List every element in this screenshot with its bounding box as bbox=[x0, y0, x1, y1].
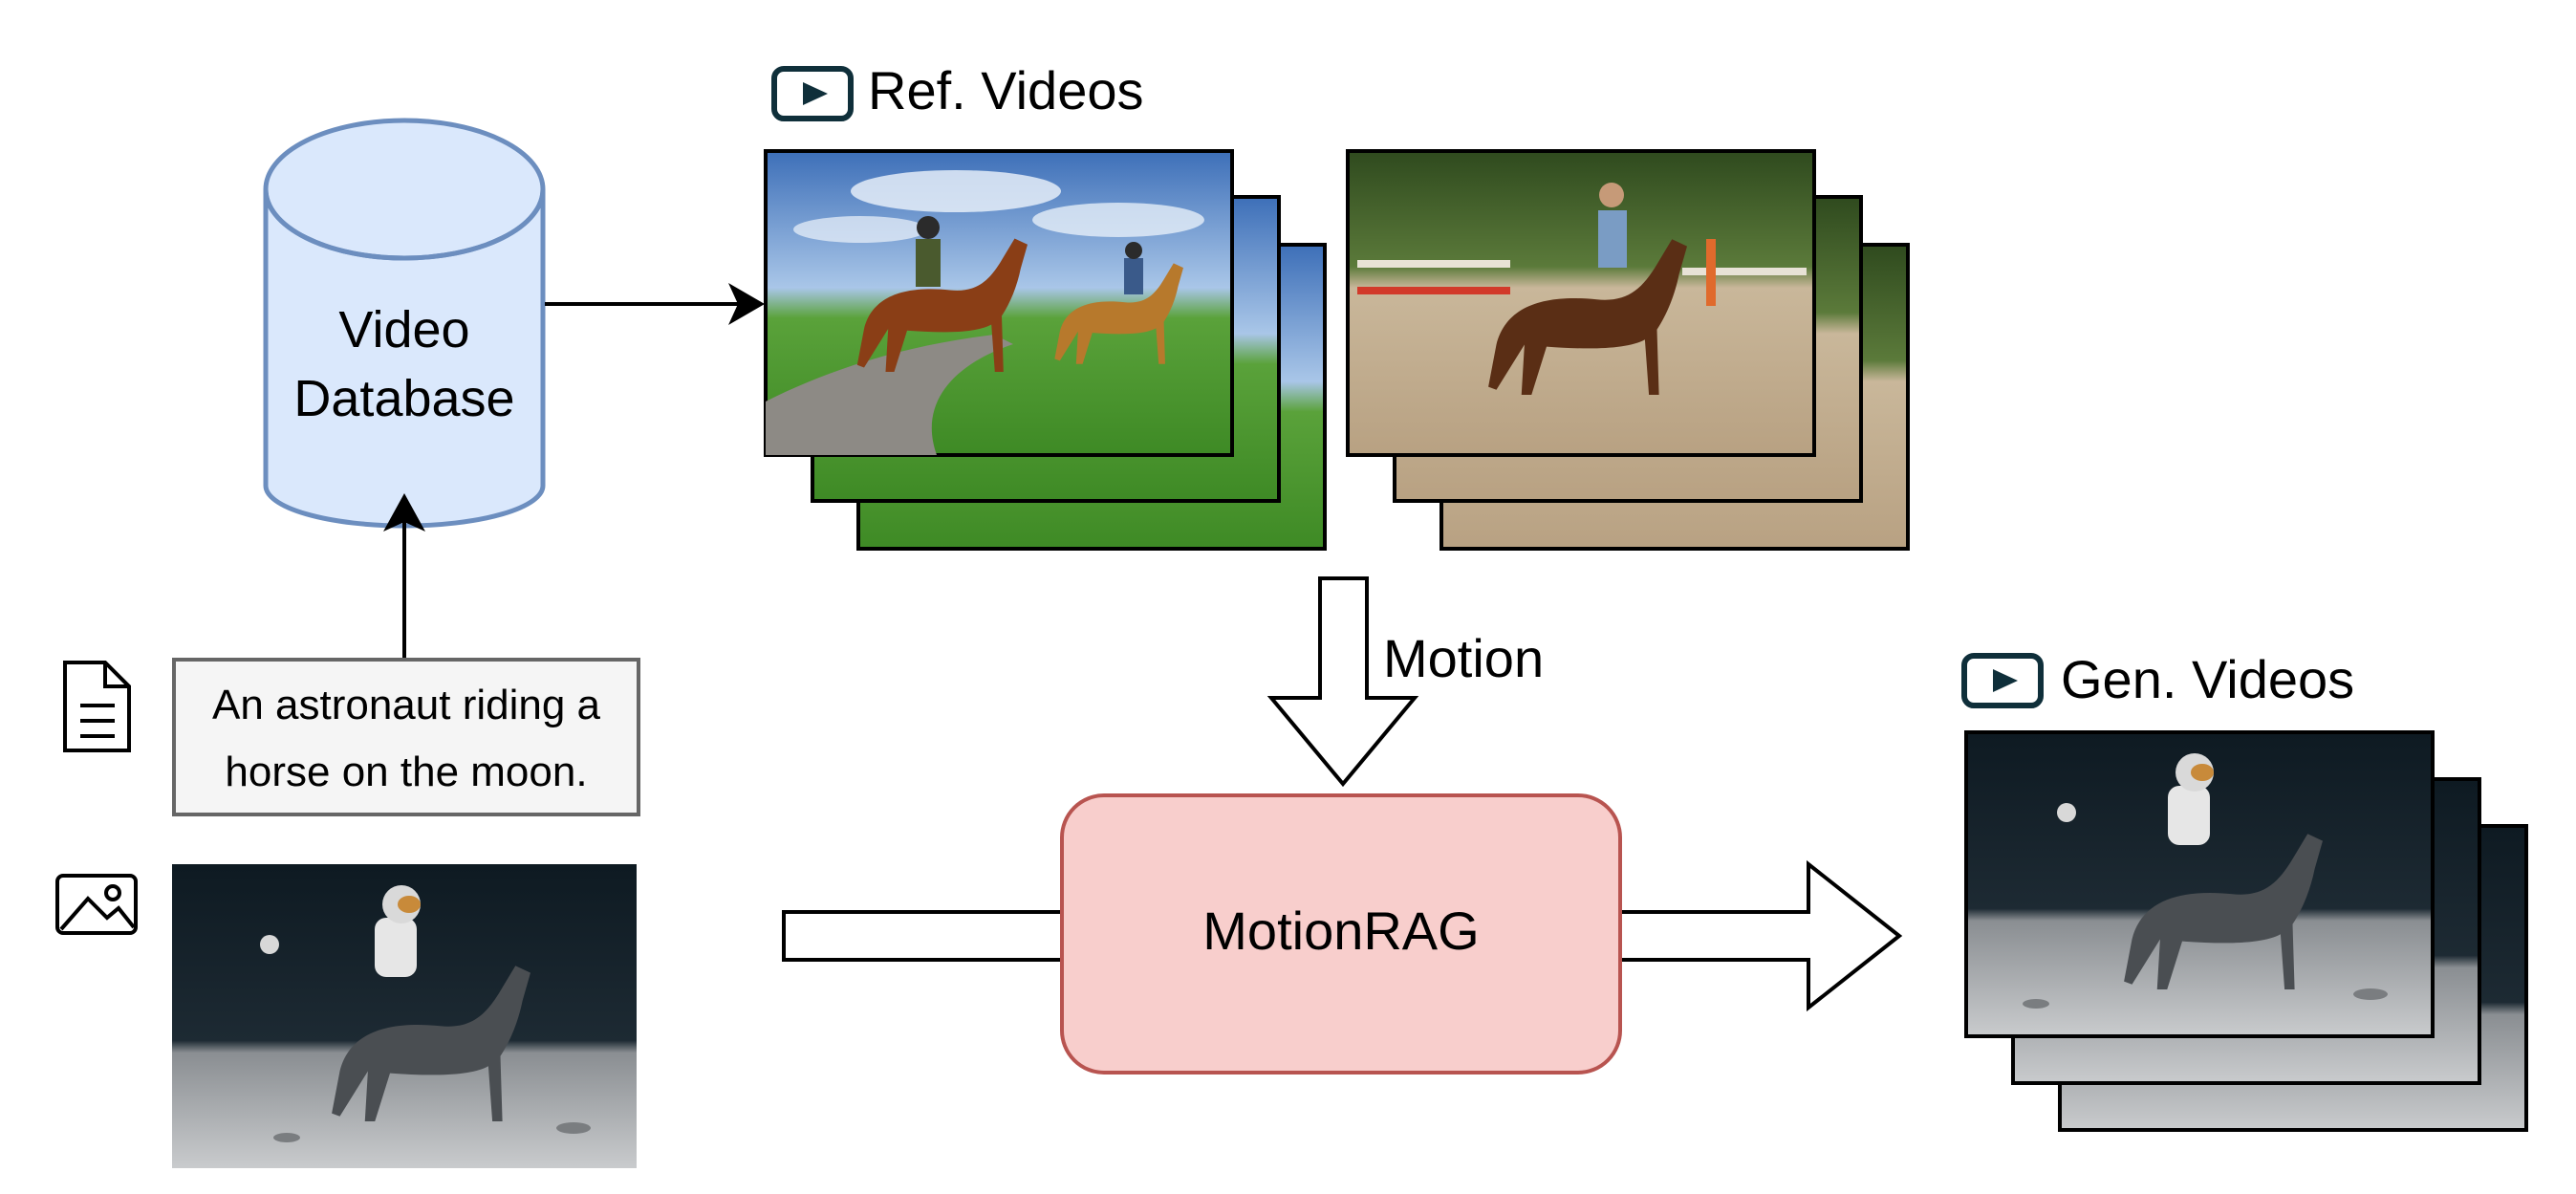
database-label-line2: Database bbox=[293, 370, 514, 427]
document-icon bbox=[63, 661, 131, 752]
input-image-group bbox=[55, 864, 637, 1168]
motionrag-box bbox=[1060, 793, 1622, 1075]
gen-video-stack bbox=[1964, 730, 2528, 1132]
ref-video-frame-arena bbox=[1346, 149, 1816, 457]
prompt-line2: horse on the moon. bbox=[225, 749, 587, 795]
video-play-icon bbox=[771, 66, 854, 121]
database-label-line1: Video bbox=[338, 301, 469, 358]
gen-videos-label: Gen. Videos bbox=[2061, 649, 2354, 709]
video-play-icon bbox=[1961, 653, 2044, 708]
input-image bbox=[172, 864, 637, 1168]
motion-arrow bbox=[1266, 576, 1419, 788]
ref-video-stack-2 bbox=[1346, 149, 1910, 551]
prompt-box bbox=[172, 658, 640, 816]
prompt-to-database-arrowhead bbox=[383, 493, 425, 532]
ref-videos-label: Ref. Videos bbox=[868, 60, 1143, 120]
text-prompt: An astronaut riding a horse on the moon. bbox=[63, 658, 640, 816]
database-to-refvideos-arrowhead bbox=[728, 283, 765, 325]
input-to-model-arrow bbox=[782, 910, 1065, 962]
prompt-line1: An astronaut riding a bbox=[212, 682, 601, 728]
gen-video-frame bbox=[1964, 730, 2435, 1038]
ref-video-frame-field bbox=[764, 149, 1234, 457]
image-icon bbox=[55, 874, 138, 935]
motionrag-label: MotionRAG bbox=[1202, 901, 1479, 961]
gen-videos-header: Gen. Videos bbox=[1961, 649, 2354, 709]
model-to-output-arrow bbox=[1622, 859, 1903, 1012]
video-database: Video Database bbox=[263, 118, 546, 529]
ref-videos-header: Ref. Videos bbox=[771, 60, 1143, 121]
motion-label: Motion bbox=[1383, 628, 1544, 688]
ref-video-stack-1 bbox=[764, 149, 1327, 551]
